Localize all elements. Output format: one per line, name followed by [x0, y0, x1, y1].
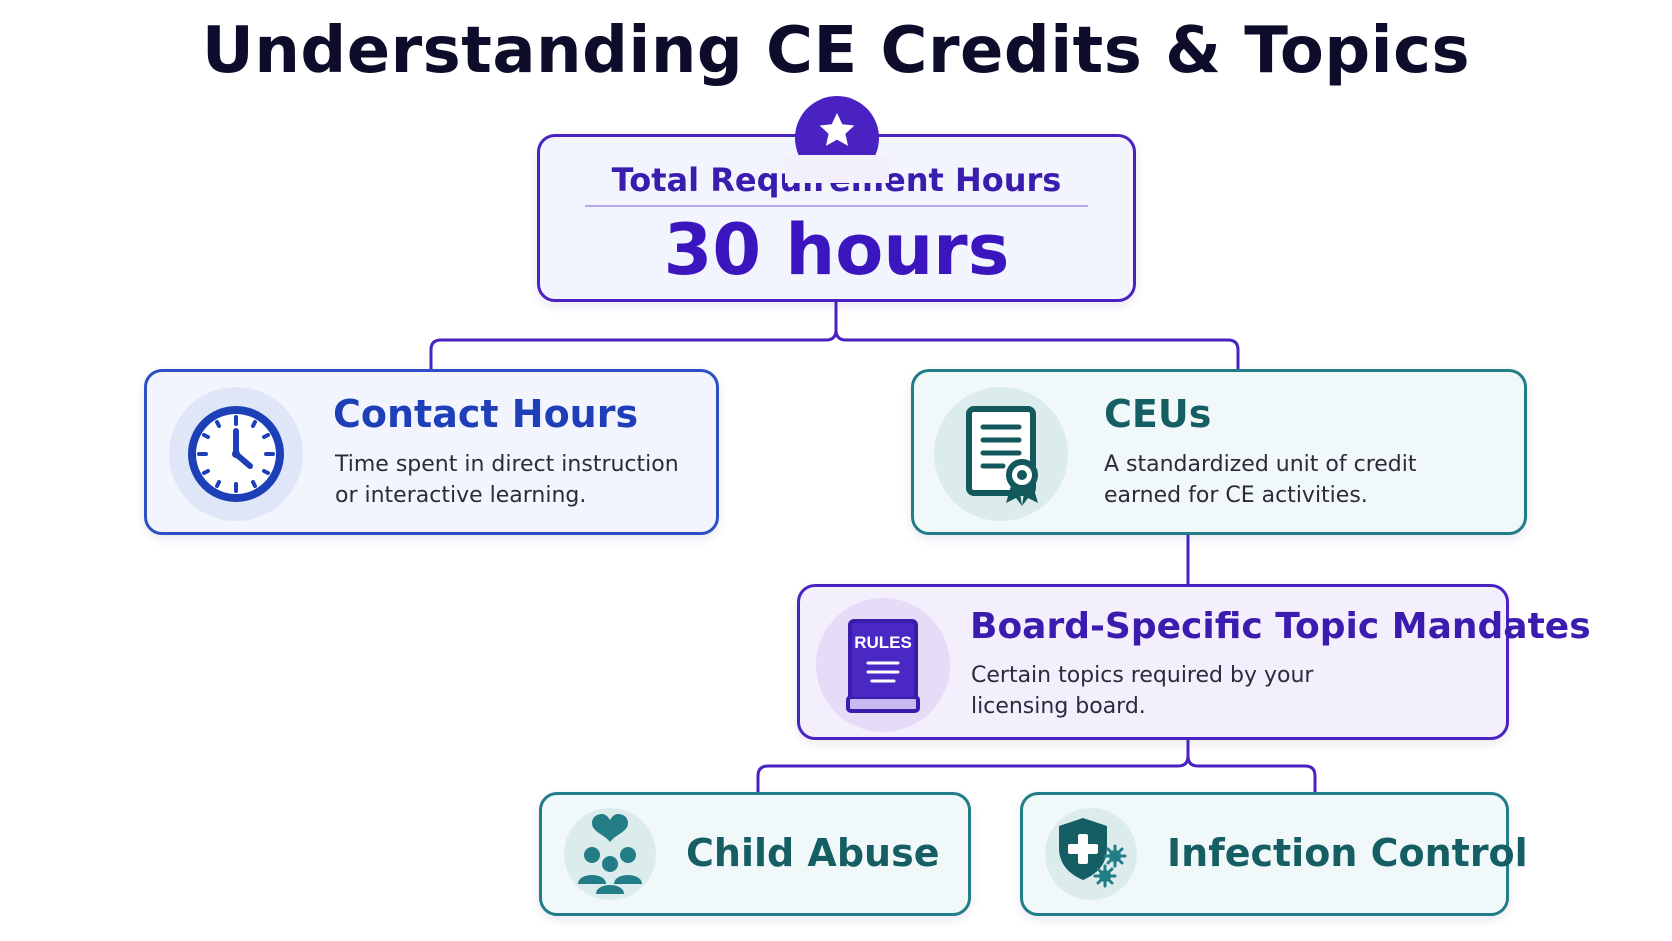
- rulebook-icon: RULES: [816, 598, 950, 732]
- description-line: Certain topics required by your: [971, 663, 1314, 688]
- description-line: Time spent in direct instruction: [335, 452, 679, 477]
- ceus-card: CEUs A standardized unit of credit earne…: [911, 369, 1527, 535]
- total-requirement-value: 30 hours: [663, 209, 1010, 291]
- board-mandates-description: Certain topics required by your licensin…: [971, 660, 1313, 722]
- connector-total-to-branches: [429, 302, 1240, 369]
- divider: [585, 205, 1088, 207]
- certificate-icon: [934, 387, 1068, 521]
- connector-mandates-to-topics: [756, 740, 1317, 792]
- ceus-description: A standardized unit of credit earned for…: [1104, 449, 1417, 511]
- rulebook-label: RULES: [854, 633, 912, 652]
- topic-card-infection-control: Infection Control: [1020, 792, 1528, 916]
- family-heart-icon: [564, 808, 656, 900]
- contact-hours-card: Contact Hours Time spent in direct instr…: [144, 369, 719, 535]
- board-mandates-card: RULES Board-Specific Topic Mandates Cert…: [797, 584, 1591, 740]
- ceus-title: CEUs: [1104, 392, 1212, 436]
- description-line: earned for CE activities.: [1104, 483, 1368, 508]
- clock-icon: [169, 387, 303, 521]
- description-line: licensing board.: [971, 694, 1146, 719]
- shield-germ-icon: [1045, 808, 1137, 900]
- topic-label: Child Abuse: [686, 831, 940, 875]
- page-title: Understanding CE Credits & Topics: [201, 14, 1471, 88]
- contact-hours-description: Time spent in direct instruction or inte…: [335, 449, 679, 511]
- description-line: or interactive learning.: [335, 483, 587, 508]
- topic-card-child-abuse: Child Abuse: [539, 792, 971, 916]
- contact-hours-title: Contact Hours: [333, 392, 639, 436]
- topic-label: Infection Control: [1167, 831, 1528, 875]
- board-mandates-title: Board-Specific Topic Mandates: [970, 606, 1591, 647]
- badge-cover: [785, 155, 889, 183]
- description-line: A standardized unit of credit: [1104, 452, 1417, 477]
